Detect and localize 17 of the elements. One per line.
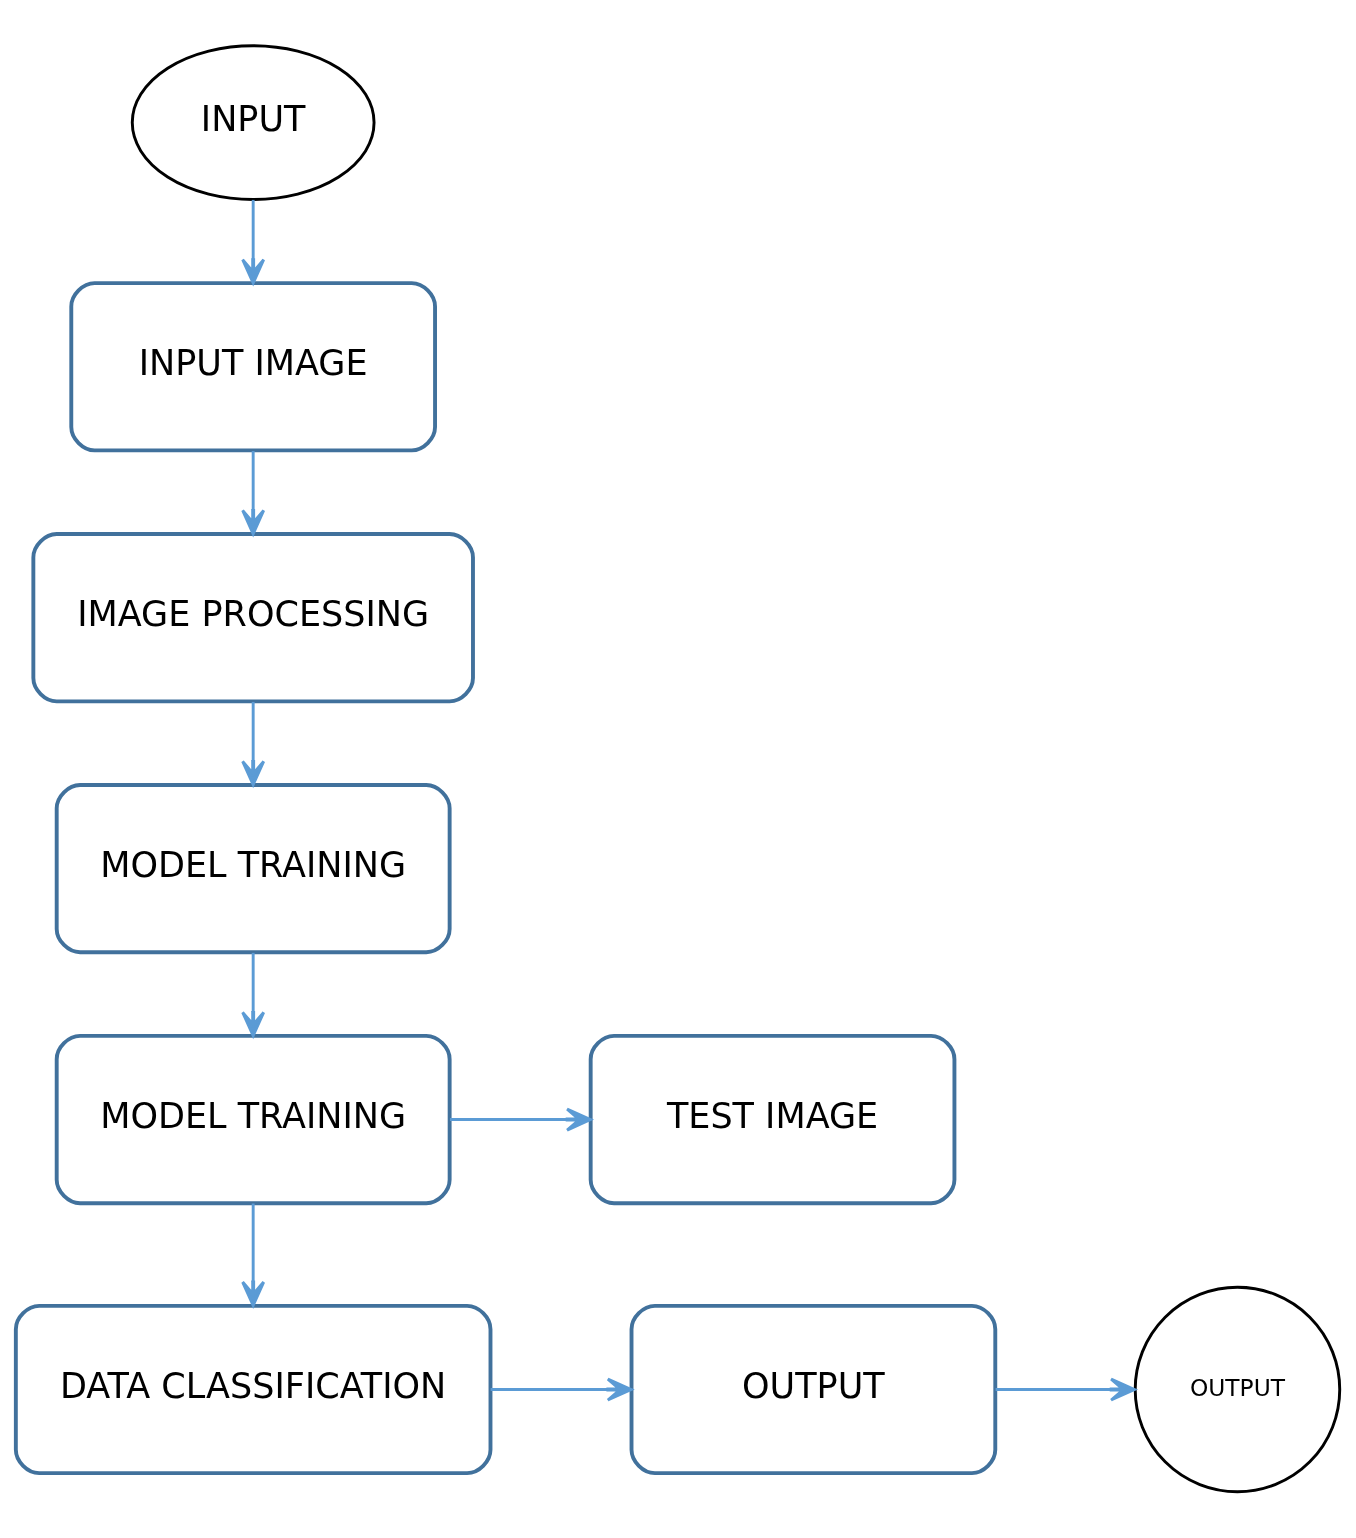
- arrow: [241, 701, 266, 787]
- node-circle: OUTPUT: [1133, 1285, 1342, 1494]
- arrow: [490, 1377, 633, 1402]
- node-ellipse: INPUT: [130, 44, 376, 201]
- node-box: DATA CLASSIFICATION: [13, 1303, 493, 1476]
- arrow: [241, 450, 266, 536]
- node-box: MODEL TRAINING: [54, 1033, 452, 1206]
- node-box: MODEL TRAINING: [54, 783, 452, 955]
- arrow: [241, 1203, 266, 1307]
- node-box: TEST IMAGE: [588, 1033, 957, 1206]
- node-box: INPUT IMAGE: [69, 281, 437, 453]
- arrow: [995, 1377, 1136, 1402]
- arrow: [449, 1107, 592, 1132]
- arrow: [241, 952, 266, 1038]
- arrow: [241, 199, 266, 285]
- node-box: OUTPUT: [629, 1303, 998, 1476]
- node-box: IMAGE PROCESSING: [31, 532, 475, 704]
